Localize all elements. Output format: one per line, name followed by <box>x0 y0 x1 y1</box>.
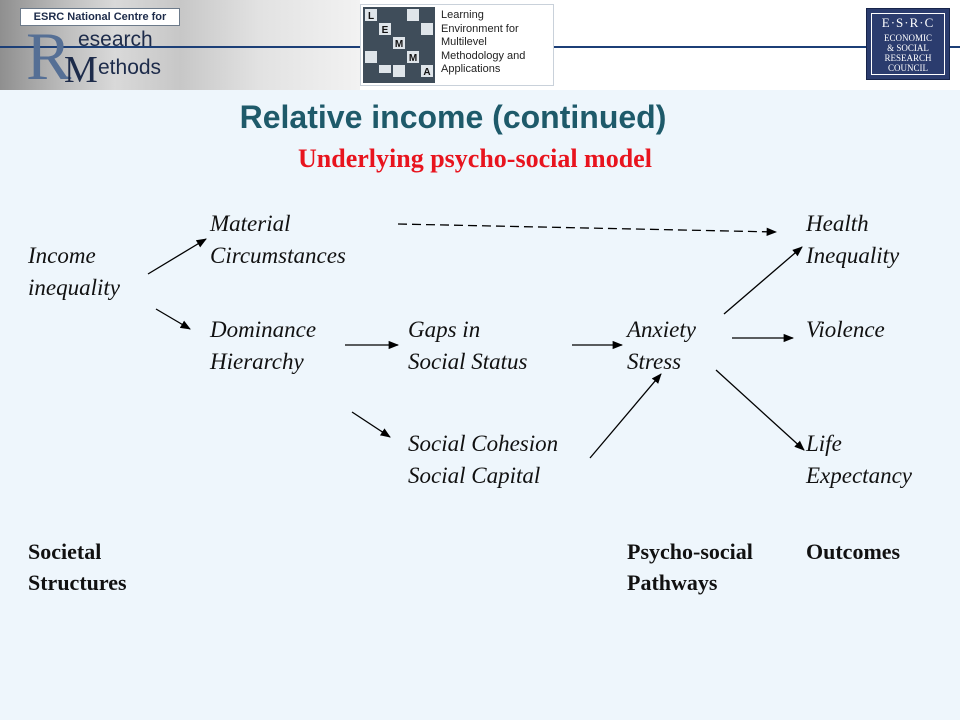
node-line: Anxiety <box>627 317 696 342</box>
stage-label-psycho-social-pathways: Psycho-social Pathways <box>627 536 753 598</box>
node-line: Life <box>806 431 842 456</box>
node-dominance-hierarchy: Dominance Hierarchy <box>210 314 316 378</box>
node-life-expectancy: Life Expectancy <box>806 428 912 492</box>
esrc-logo-line: RESEARCH <box>884 53 932 63</box>
node-line: Social Cohesion <box>408 431 559 456</box>
node-anxiety-stress: Anxiety Stress <box>627 314 696 378</box>
lemma-text-line: Methodology and <box>441 49 526 62</box>
esrc-logo: E·S·R·C ECONOMIC & SOCIAL RESEARCH COUNC… <box>866 8 950 80</box>
esrc-logo-frame <box>871 13 945 75</box>
node-line: Social Capital <box>408 463 541 488</box>
slide-subtitle: Underlying psycho-social model <box>298 144 652 173</box>
arrow-material-to-health-dashed <box>397 223 778 236</box>
ncrm-logo-letter-r: R <box>26 18 72 94</box>
ncrm-logo-word-methods: ethods <box>98 56 162 79</box>
lemma-text-line: Multilevel <box>441 36 487 48</box>
stage-label-societal-structures: Societal Structures <box>28 536 127 598</box>
lemma-text-line: Applications <box>441 63 501 75</box>
stage-label-line: Societal <box>28 539 102 564</box>
lemma-logo-grid: L E M M A <box>363 7 435 83</box>
node-line: Violence <box>806 317 885 342</box>
node-line: Social Status <box>408 349 528 374</box>
stage-label-line: Outcomes <box>806 539 901 564</box>
lemma-grid-letter: M <box>395 39 403 50</box>
node-line: Stress <box>627 349 682 374</box>
node-income-inequality: Income inequality <box>28 240 120 304</box>
header-banner: ESRC National Centre for R esearch M eth… <box>0 0 960 92</box>
lemma-grid-letter: M <box>409 53 417 64</box>
arrow-income-to-dominance <box>155 308 191 330</box>
node-gaps-social-status: Gaps in Social Status <box>408 314 527 378</box>
node-health-inequality: Health Inequality <box>806 208 899 272</box>
lemma-grid-letter: A <box>423 67 430 78</box>
node-line: Income <box>28 243 96 268</box>
arrow-cohesion-to-anxiety <box>589 373 662 459</box>
arrow-anxiety-to-health <box>723 246 803 315</box>
node-violence: Violence <box>806 314 885 346</box>
esrc-logo-line: & SOCIAL <box>887 43 929 53</box>
ncrm-logo-caption: ESRC National Centre for <box>20 8 180 26</box>
stage-label-line: Psycho-social <box>627 539 753 564</box>
stage-label-outcomes: Outcomes <box>806 536 900 567</box>
esrc-logo-line: COUNCIL <box>888 63 928 73</box>
node-social-cohesion: Social Cohesion Social Capital <box>408 428 558 492</box>
ncrm-logo-letter-m: M <box>64 49 98 91</box>
node-line: Health <box>806 211 869 236</box>
slide-title: Relative income (continued) <box>239 99 667 135</box>
lemma-logo: L E M M A Learning Environment for Multi… <box>360 4 554 86</box>
ncrm-logo: ESRC National Centre for R esearch M eth… <box>8 4 180 92</box>
lemma-grid-letter: L <box>368 11 374 22</box>
node-line: Expectancy <box>806 463 912 488</box>
stage-label-line: Structures <box>28 570 127 595</box>
ncrm-logo-word-research: esearch <box>78 28 153 51</box>
arrow-dominance-to-cohesion <box>351 411 391 438</box>
arrow-income-to-material <box>147 238 207 275</box>
lemma-text-line: Environment for <box>441 22 519 35</box>
lemma-grid-letter: E <box>382 25 389 36</box>
node-material-circumstances: Material Circumstances <box>210 208 346 272</box>
stage-label-line: Pathways <box>627 570 718 595</box>
esrc-logo-line: E·S·R·C <box>881 15 935 30</box>
node-line: Gaps in <box>408 317 481 342</box>
esrc-logo-line: ECONOMIC <box>883 33 932 43</box>
node-line: Circumstances <box>210 243 346 268</box>
node-line: Dominance <box>210 317 317 342</box>
node-line: Material <box>210 211 291 236</box>
node-line: Inequality <box>806 243 900 268</box>
node-line: inequality <box>28 275 120 300</box>
arrow-anxiety-to-life-expectancy <box>715 369 805 451</box>
node-line: Hierarchy <box>210 349 304 374</box>
lemma-text-line: Learning <box>441 9 484 21</box>
lemma-logo-text: Learning Environment for Multilevel Meth… <box>441 9 525 77</box>
